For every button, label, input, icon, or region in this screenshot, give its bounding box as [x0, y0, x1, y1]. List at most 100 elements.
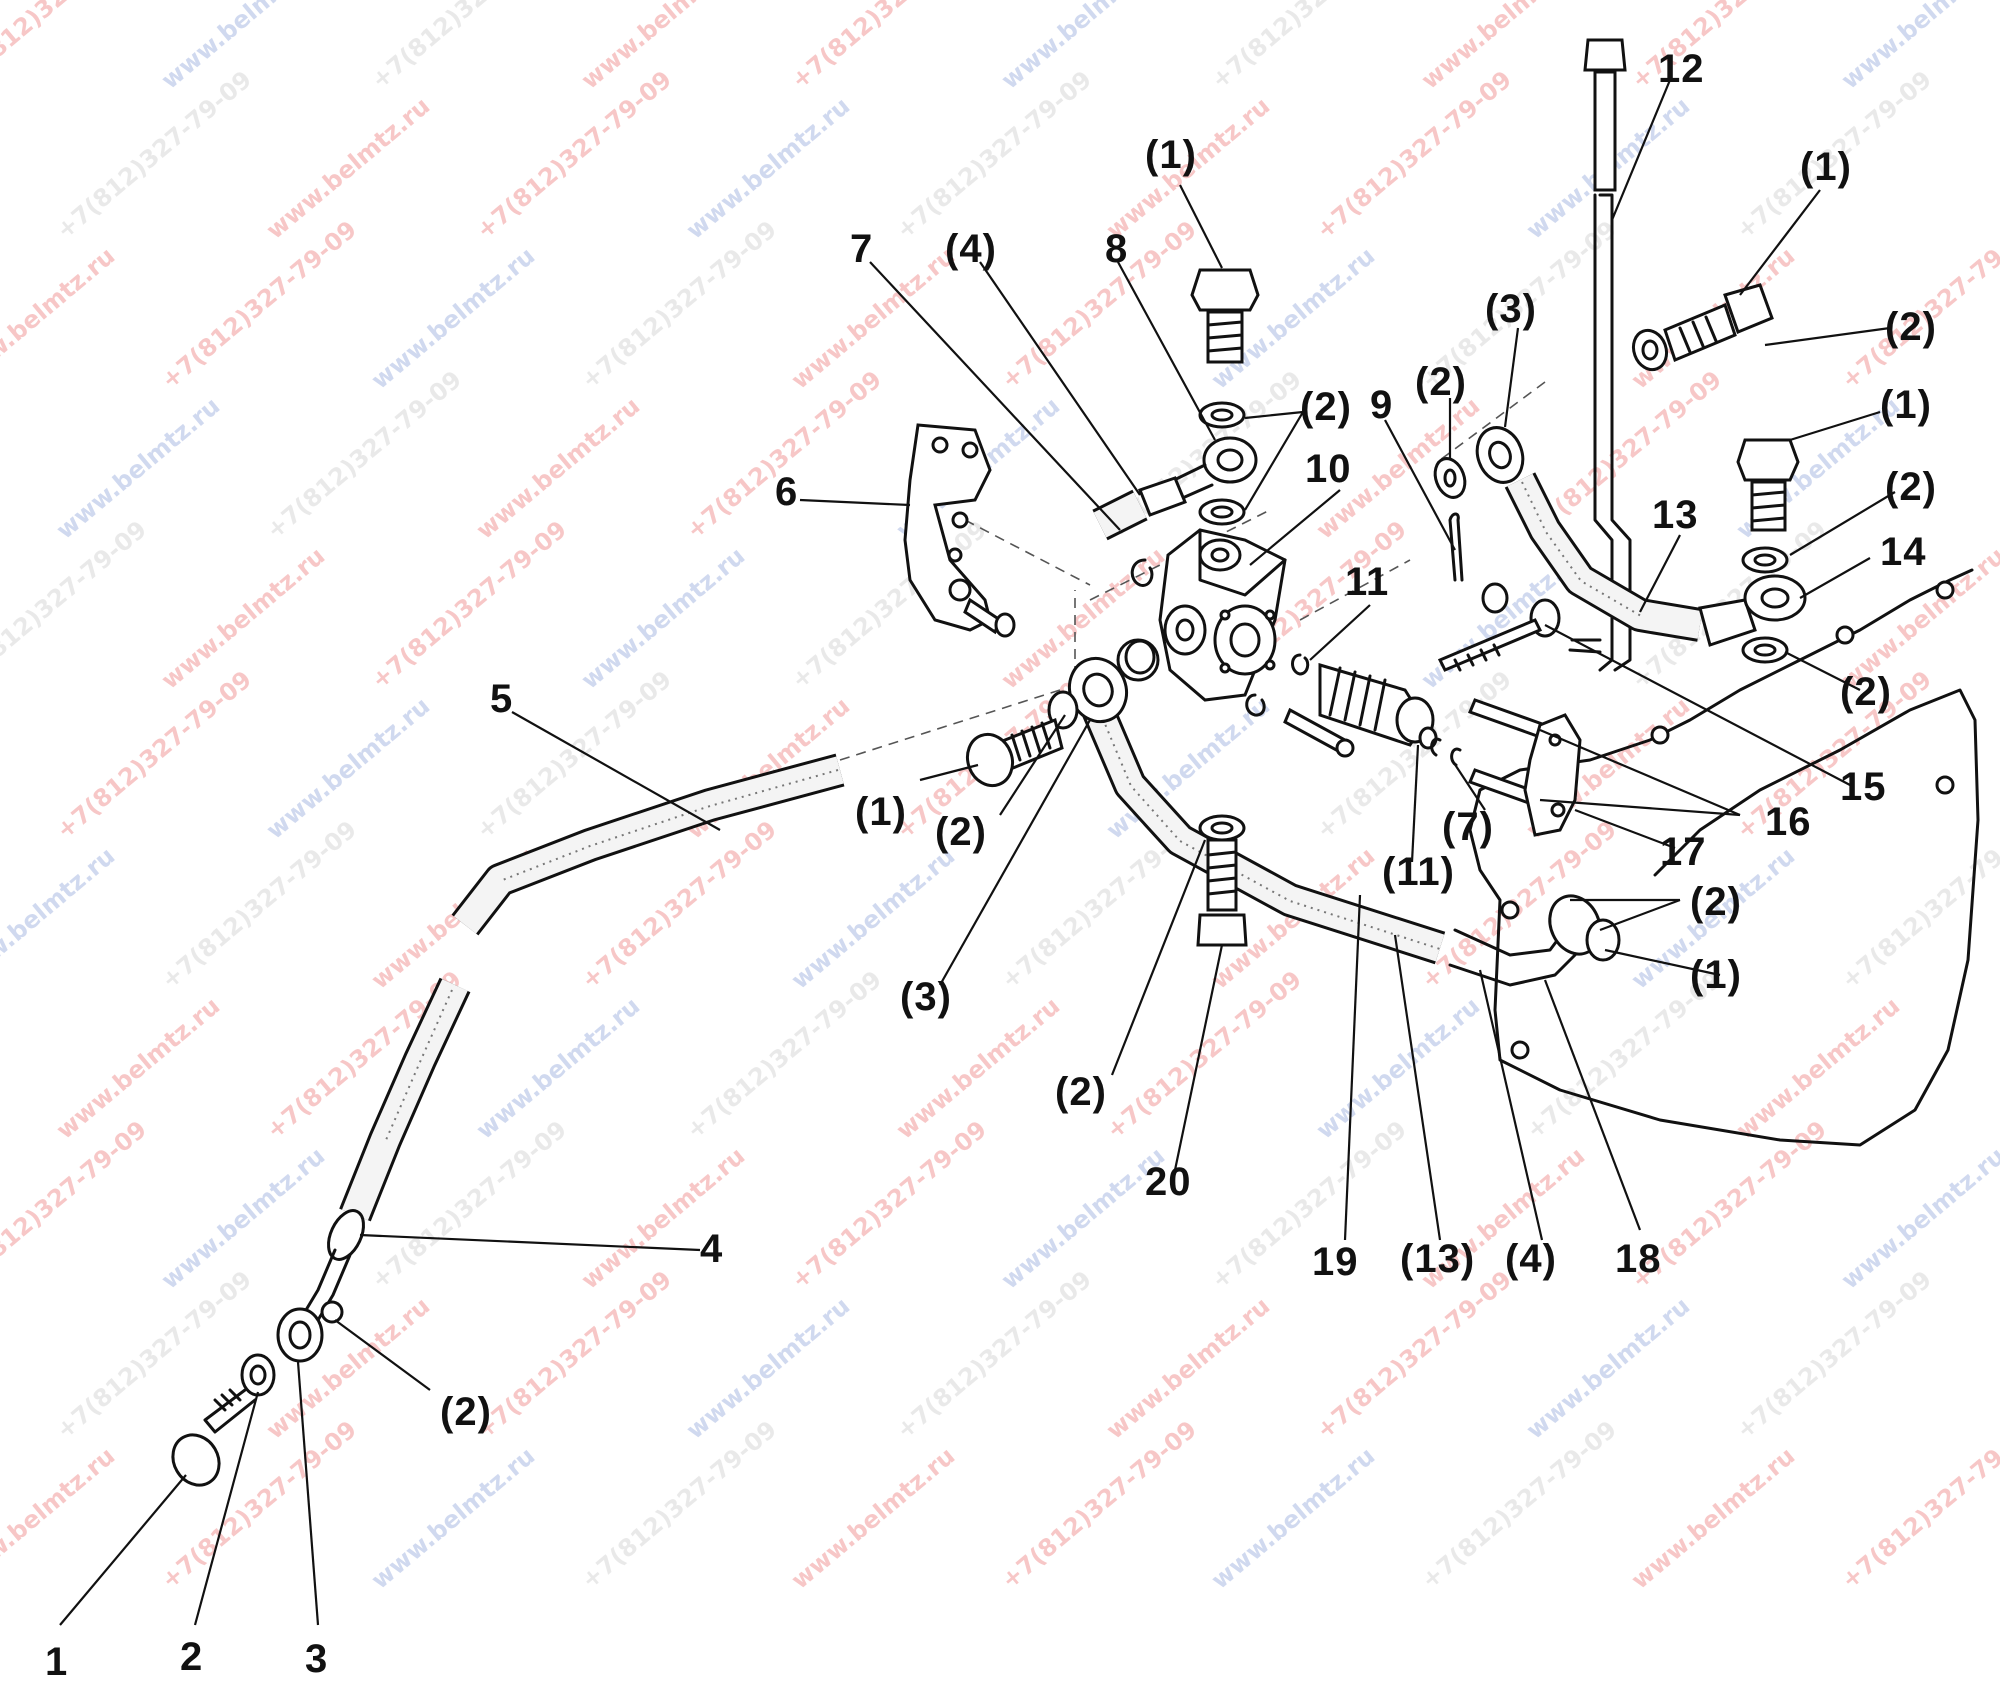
- label-p1-top: (1): [1145, 133, 1197, 177]
- label-p1-right: (1): [1880, 383, 1932, 427]
- label-5: 5: [490, 677, 513, 721]
- label-13: 13: [1652, 493, 1699, 537]
- watermark-text: www.belmtz.ru: [0, 242, 120, 395]
- label-p2-right-lower: (2): [1840, 670, 1892, 714]
- label-p1-top-right: (1): [1800, 145, 1852, 189]
- watermark-text: +7(812)327-79-09: [576, 215, 782, 394]
- valve-block-10: [1124, 528, 1287, 717]
- bolt-20: [1196, 814, 1248, 947]
- watermark-text: www.belmtz.ru: [786, 1442, 960, 1595]
- watermark-text: +7(812)327-79-09: [996, 215, 1202, 394]
- label-18: 18: [1615, 1237, 1662, 1281]
- bolt-top-right: [1631, 283, 1774, 372]
- banjo-8: [1092, 401, 1258, 541]
- label-8: 8: [1105, 227, 1128, 271]
- banjo-fitting-left: [171, 1300, 344, 1487]
- label-p1-lower-right: (1): [1690, 953, 1742, 997]
- watermark-text: www.belmtz.ru: [1206, 1442, 1380, 1595]
- watermark-text: +7(812)327-79-09: [1731, 665, 1937, 844]
- spool-19: [1283, 653, 1462, 767]
- hose-5: [298, 753, 845, 1322]
- watermark-text: +7(812)327-79-09: [366, 515, 572, 694]
- label-p7: (7): [1442, 805, 1494, 849]
- watermark-text: +7(812)327-79-09: [51, 1265, 257, 1444]
- label-1: 1: [45, 1640, 68, 1684]
- watermark-text: +7(812)327-79-09: [366, 0, 572, 95]
- watermark-text: +7(812)327-79-09: [1311, 65, 1517, 244]
- watermark-text: +7(812)327-79-09: [51, 665, 257, 844]
- label-6: 6: [775, 470, 798, 514]
- label-p11: (11): [1382, 850, 1455, 894]
- label-2: 2: [180, 1635, 203, 1679]
- dipstick-12: [1583, 38, 1632, 672]
- label-p2-center: (2): [935, 810, 987, 854]
- pin-15: [1437, 582, 1602, 672]
- label-p1-center: (1): [855, 790, 907, 834]
- gearbox-housing: [1468, 568, 1980, 1147]
- watermark-text: +7(812)327-79-09: [1206, 1115, 1412, 1294]
- label-p3-top: (3): [1485, 287, 1537, 331]
- label-p2-near-9: (2): [1415, 360, 1467, 404]
- label-17: 17: [1660, 830, 1707, 874]
- label-7: 7: [850, 227, 873, 271]
- label-4: 4: [700, 1227, 723, 1271]
- label-12: 12: [1658, 47, 1705, 91]
- watermark-text: +7(812)327-79-09: [891, 1265, 1097, 1444]
- label-p2-left: (2): [440, 1390, 492, 1434]
- label-p4-lower: (4): [1505, 1237, 1557, 1281]
- leader-lines: [59, 79, 1896, 1626]
- label-p2-lower-center: (2): [1055, 1070, 1107, 1114]
- watermark-text: +7(812)327-79-09: [156, 215, 362, 394]
- watermark-text: www.belmtz.ru: [1626, 1442, 1800, 1595]
- watermark-text: +7(812)327-79-09: [1626, 0, 1832, 95]
- watermark-text: +7(812)327-79-09: [786, 0, 992, 95]
- label-9: 9: [1370, 383, 1393, 427]
- label-16: 16: [1765, 800, 1812, 844]
- watermark-text: +7(812)327-79-09: [51, 65, 257, 244]
- watermark-text: +7(812)327-79-09: [1101, 965, 1307, 1144]
- watermark-text: +7(812)327-79-09: [1731, 1265, 1937, 1444]
- label-p2-lower-right: (2): [1690, 880, 1742, 924]
- label-11: 11: [1345, 560, 1389, 604]
- labels: 1 2 3 (2) 4 5 6 7 (4) 8 (1) (2) 9 (2) 10…: [45, 47, 1937, 1684]
- label-p2-top-center: (2): [1300, 385, 1352, 429]
- label-p4-top: (4): [945, 227, 997, 271]
- watermark-text: +7(812)327-79-09: [1416, 1415, 1622, 1594]
- cotter-pin-9: [1433, 457, 1467, 582]
- watermark-text: +7(812)327-79-09: [0, 1115, 152, 1294]
- label-14: 14: [1880, 530, 1927, 574]
- lever-17: [1523, 713, 1582, 837]
- watermark-text: +7(812)327-79-09: [471, 65, 677, 244]
- watermark-text: +7(812)327-79-09: [0, 515, 152, 694]
- watermark-text: +7(812)327-79-09: [576, 1415, 782, 1594]
- watermark-text: +7(812)327-79-09: [996, 1415, 1202, 1594]
- watermark-text: +7(812)327-79-09: [1311, 1265, 1517, 1444]
- watermark-text: +7(812)327-79-09: [0, 0, 152, 95]
- watermark-text: +7(812)327-79-09: [1836, 1415, 2000, 1594]
- label-10: 10: [1305, 447, 1352, 491]
- watermark-text: www.belmtz.ru: [0, 1442, 120, 1595]
- watermark-text: +7(812)327-79-09: [471, 1265, 677, 1444]
- watermark-text: +7(812)327-79-09: [681, 965, 887, 1144]
- label-20: 20: [1145, 1160, 1192, 1204]
- watermark-text: +7(812)327-79-09: [681, 365, 887, 544]
- label-p3-lower: (3): [900, 975, 952, 1019]
- hose-18: [1082, 703, 1621, 987]
- label-p2-top-right: (2): [1885, 305, 1937, 349]
- bolt-right-1: [1736, 438, 1800, 532]
- label-3: 3: [305, 1637, 328, 1681]
- watermark-text: www.belmtz.ru: [0, 842, 120, 995]
- watermark-text: +7(812)327-79-09: [261, 365, 467, 544]
- bolt-top-center: [1190, 268, 1260, 364]
- watermark-text: +7(812)327-79-09: [786, 1115, 992, 1294]
- watermark-text: +7(812)327-79-09: [1206, 0, 1412, 95]
- label-15: 15: [1840, 765, 1887, 809]
- label-p2-right: (2): [1885, 465, 1937, 509]
- label-p13: (13): [1400, 1237, 1475, 1281]
- label-19: 19: [1312, 1240, 1359, 1284]
- watermark-text: +7(812)327-79-09: [156, 815, 362, 994]
- bracket-6: [903, 423, 1016, 638]
- watermark-text: +7(812)327-79-09: [891, 65, 1097, 244]
